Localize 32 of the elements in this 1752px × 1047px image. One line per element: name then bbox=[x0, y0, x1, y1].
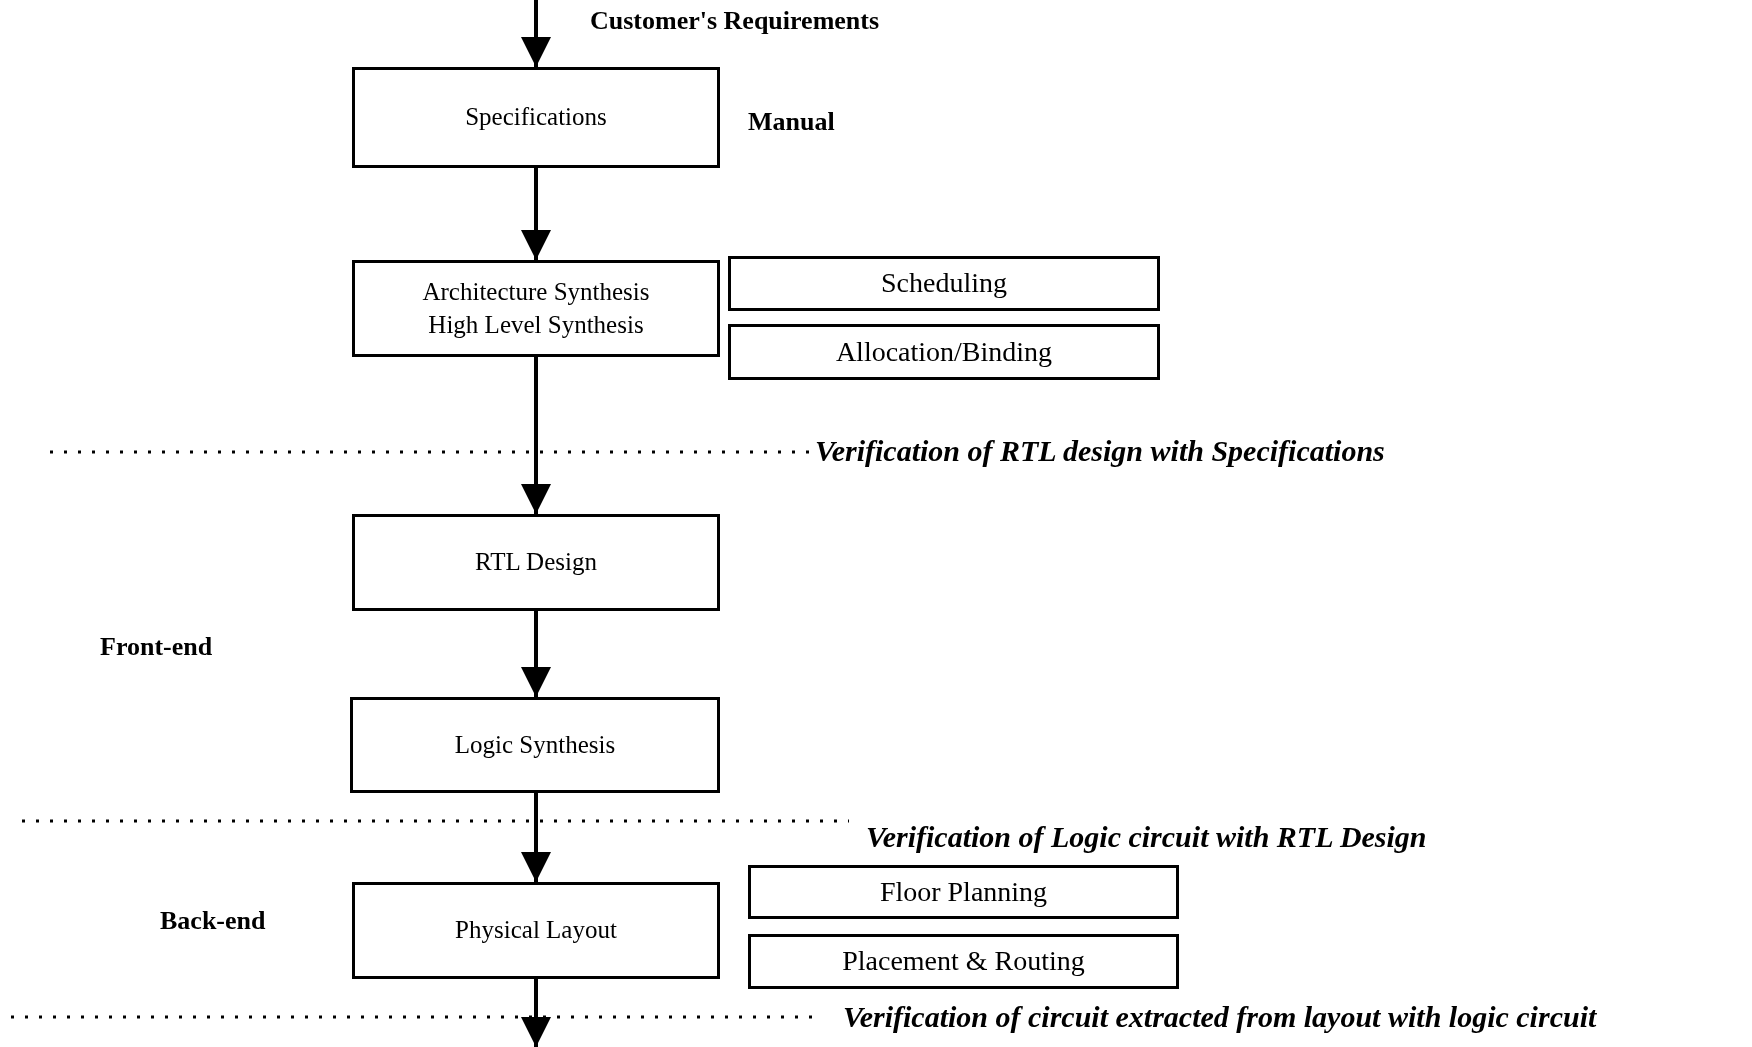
verification-note: Verification of circuit extracted from layout with logic circuit bbox=[843, 1000, 1597, 1034]
process-box bbox=[352, 882, 720, 979]
box-text: RTL Design bbox=[475, 547, 597, 578]
verification-note: Verification of RTL design with Specifications bbox=[815, 434, 1385, 468]
process-box bbox=[748, 934, 1179, 989]
stage-label: Back-end bbox=[160, 906, 266, 936]
box-text: High Level Synthesis bbox=[428, 309, 644, 340]
box-text: Floor Planning bbox=[879, 874, 1048, 909]
stage-label: Manual bbox=[748, 107, 835, 137]
arrow bbox=[521, 0, 551, 67]
process-box bbox=[728, 324, 1160, 380]
verification-note: Verification of Logic circuit with RTL Design bbox=[866, 820, 1427, 854]
box-text: Placement & Routing bbox=[842, 944, 1085, 979]
process-box bbox=[352, 514, 720, 611]
box-text: Architecture Synthesis bbox=[422, 277, 650, 307]
arrow bbox=[521, 611, 551, 697]
arrow bbox=[521, 168, 551, 260]
process-box bbox=[352, 67, 720, 168]
edge-label: Customer's Requirements bbox=[590, 6, 880, 36]
box-text: Logic Synthesis bbox=[454, 729, 616, 760]
arrow bbox=[521, 793, 551, 882]
stage-label: Front-end bbox=[100, 632, 213, 662]
arrow bbox=[521, 979, 551, 1047]
box-text: Specifications bbox=[465, 102, 607, 133]
process-box bbox=[350, 697, 720, 793]
box-text: Scheduling bbox=[881, 266, 1007, 301]
process-box bbox=[748, 865, 1179, 919]
process-box bbox=[352, 260, 720, 357]
box-text: Physical Layout bbox=[455, 915, 617, 946]
process-box bbox=[728, 256, 1160, 311]
box-text: Allocation/Binding bbox=[835, 334, 1053, 369]
arrow bbox=[521, 357, 551, 514]
